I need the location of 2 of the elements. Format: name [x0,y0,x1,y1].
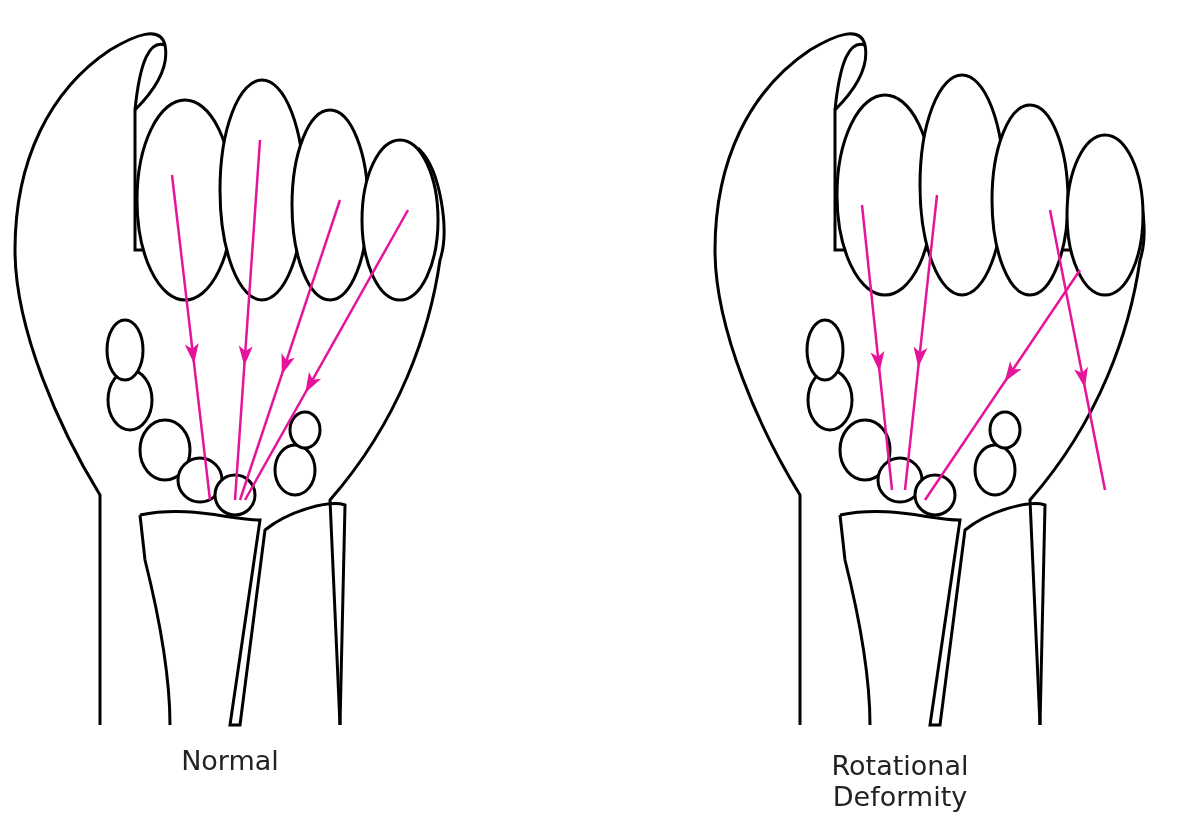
caption-label: Rotational Deformity [830,750,970,813]
caption-label: Normal [180,745,280,777]
